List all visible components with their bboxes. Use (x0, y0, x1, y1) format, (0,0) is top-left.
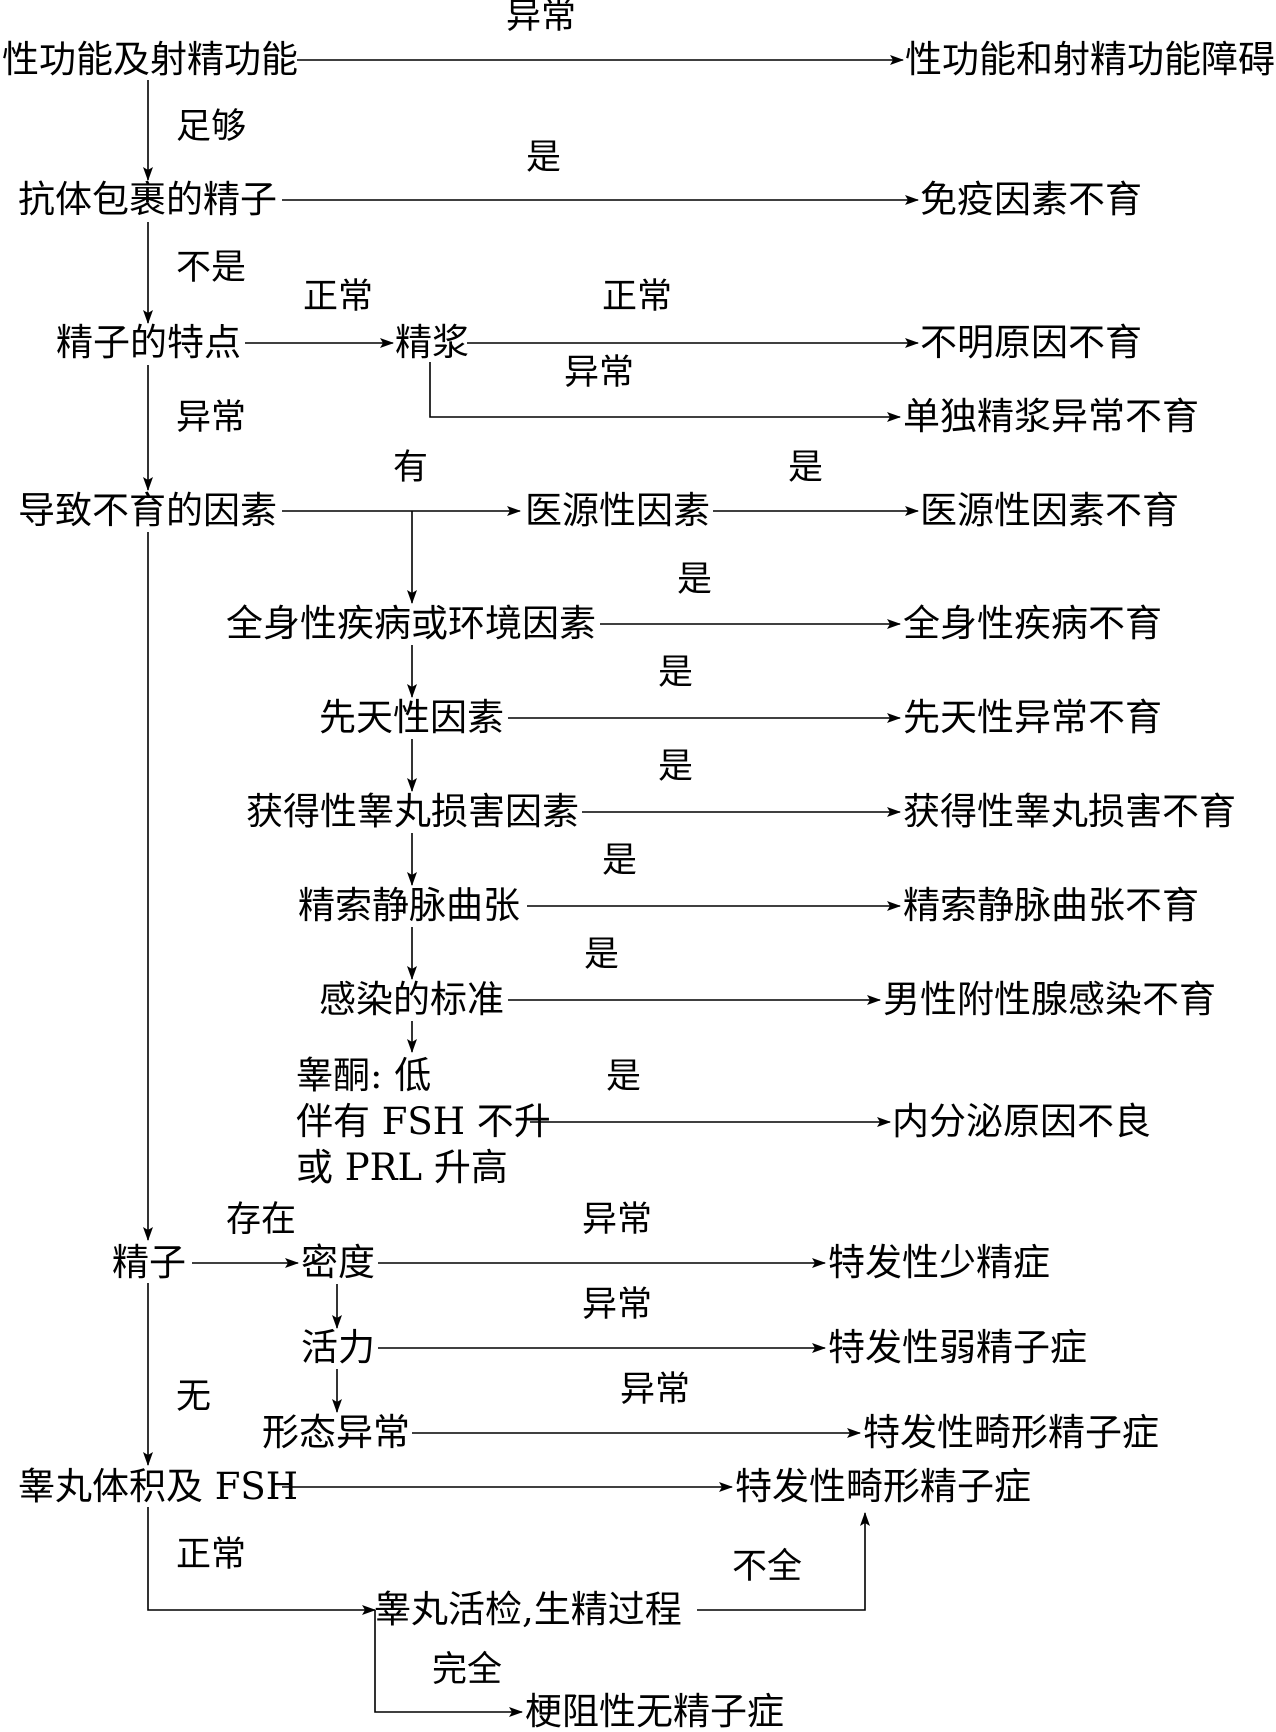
node-infertility-factors: 导致不育的因素 (18, 489, 277, 532)
node-endocrine-criteria: 睾酮: 低 伴有 FSH 不升 或 PRL 升高 (296, 1053, 551, 1191)
label-normal-plasma: 正常 (602, 277, 673, 317)
node-systemic-factor: 全身性疾病或环境因素 (226, 602, 596, 645)
node-teratozoospermia-2: 特发性畸形精子症 (735, 1465, 1031, 1508)
label-exists: 存在 (226, 1200, 297, 1240)
node-sperm: 精子 (112, 1241, 186, 1284)
label-none: 无 (176, 1377, 212, 1417)
arrow-testis-to-biopsy (147, 1507, 376, 1615)
node-iatrogenic-infertility: 医源性因素不育 (920, 489, 1179, 532)
node-infection-criteria: 感染的标准 (319, 978, 504, 1021)
label-yes-infection: 是 (584, 935, 620, 975)
node-endocrine-cause: 内分泌原因不良 (892, 1100, 1151, 1143)
node-oligozoospermia: 特发性少精症 (828, 1241, 1050, 1284)
node-obstructive-azoospermia: 梗阻性无精子症 (525, 1690, 784, 1732)
node-asthenozoospermia: 特发性弱精子症 (828, 1326, 1087, 1369)
label-abnormal-density: 异常 (582, 1200, 653, 1240)
label-abnormal-plasma: 异常 (564, 353, 635, 393)
node-testis-volume-fsh: 睾丸体积及 FSH (18, 1465, 299, 1508)
node-teratozoospermia-1: 特发性畸形精子症 (863, 1411, 1159, 1454)
node-testis-biopsy: 睾丸活检,生精过程 (374, 1588, 682, 1631)
node-immune-infertility: 免疫因素不育 (920, 178, 1142, 221)
node-unexplained-infertility: 不明原因不育 (920, 321, 1142, 364)
label-yes-endocrine: 是 (606, 1057, 642, 1097)
label-abnormal-morphology: 异常 (620, 1370, 691, 1410)
node-congenital-infertility: 先天性异常不育 (903, 696, 1162, 739)
endocrine-line-2: 伴有 FSH 不升 (296, 1100, 551, 1143)
label-abnormal-top: 异常 (506, 0, 577, 37)
node-varicocele: 精索静脉曲张 (298, 884, 520, 927)
node-acquired-testis-infertility: 获得性睾丸损害不育 (903, 790, 1236, 833)
node-systemic-infertility: 全身性疾病不育 (903, 602, 1162, 645)
node-acquired-testis-factor: 获得性睾丸损害因素 (246, 790, 579, 833)
label-complete: 完全 (432, 1650, 503, 1690)
label-yes-systemic: 是 (677, 560, 713, 600)
node-isolated-plasma-abnormal: 单独精浆异常不育 (903, 395, 1199, 438)
node-density: 密度 (301, 1241, 375, 1284)
label-yes-acquired: 是 (658, 747, 694, 787)
label-yes-congenital: 是 (658, 653, 694, 693)
label-normal-to-plasma: 正常 (303, 277, 374, 317)
node-sperm-features: 精子的特点 (56, 321, 241, 364)
arrow-plasma-to-isolated (429, 362, 901, 422)
label-yes-iatrogenic: 是 (788, 448, 824, 488)
label-yes-immune: 是 (526, 138, 562, 178)
endocrine-line-1: 睾酮: 低 (296, 1054, 432, 1097)
endocrine-line-3: 或 PRL 升高 (296, 1146, 508, 1189)
label-sufficient: 足够 (176, 107, 247, 147)
node-seminal-plasma: 精浆 (395, 321, 469, 364)
label-incomplete: 不全 (732, 1547, 803, 1587)
node-motility: 活力 (301, 1326, 375, 1369)
label-not-yes: 不是 (176, 248, 247, 288)
node-accessory-gland-infection: 男性附性腺感染不育 (883, 978, 1216, 1021)
node-antibody-sperm: 抗体包裹的精子 (18, 178, 277, 221)
arrow-biopsy-to-terato (697, 1512, 870, 1611)
label-normal-testis: 正常 (176, 1535, 247, 1575)
node-iatrogenic-factor: 医源性因素 (525, 489, 710, 532)
node-sexual-dysfunction: 性功能和射精功能障碍 (905, 38, 1275, 81)
node-varicocele-infertility: 精索静脉曲张不育 (903, 884, 1199, 927)
node-morphology: 形态异常 (262, 1411, 410, 1454)
arrow-biopsy-to-obstructive (374, 1610, 523, 1717)
node-sexual-function: 性功能及射精功能 (2, 38, 298, 81)
label-has-factors: 有 (393, 448, 429, 488)
label-abnormal-features: 异常 (176, 398, 247, 438)
node-congenital-factor: 先天性因素 (319, 696, 504, 739)
label-yes-varicocele: 是 (602, 841, 638, 881)
label-abnormal-motility: 异常 (582, 1285, 653, 1325)
